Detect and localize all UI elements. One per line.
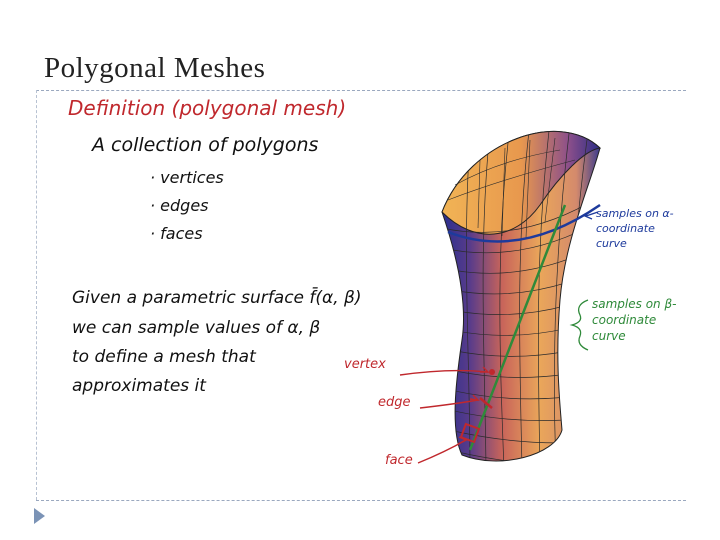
face-label: face xyxy=(385,453,413,468)
definition-title: Definition (polygonal mesh) xyxy=(68,96,347,120)
title-divider xyxy=(36,90,686,91)
beta-coordinate-curve xyxy=(468,204,567,451)
list-item-faces: · faces xyxy=(150,224,203,243)
edge-arrowhead-icon xyxy=(469,394,480,401)
given-line-4: approximates it xyxy=(72,376,206,396)
edge-arrow xyxy=(419,399,479,409)
vertex-arrowhead-icon xyxy=(480,366,490,373)
alpha-arrowhead-icon xyxy=(583,210,593,220)
definition-text: A collection of polygons xyxy=(92,134,319,156)
mesh-surface xyxy=(441,131,602,462)
beta-curve-note: samples on β-coordinate curve xyxy=(592,297,677,343)
given-line-3: to define a mesh that xyxy=(72,347,256,367)
annotation-arrows xyxy=(399,366,490,464)
alpha-curve-note: samples on α-coordinate curve xyxy=(596,207,674,250)
slide-title: Polygonal Meshes xyxy=(44,52,266,84)
face-arrowhead-icon xyxy=(457,436,468,445)
alpha-note-arrow xyxy=(583,210,599,220)
slide-nav-arrow-icon[interactable] xyxy=(34,508,45,524)
mesh-inner-grid xyxy=(447,137,576,239)
content-left-border xyxy=(36,90,37,500)
edge-label: edge xyxy=(378,395,411,410)
vertex-marker xyxy=(489,369,495,375)
list-item-edges: · edges xyxy=(150,196,209,215)
given-line-1: Given a parametric surface f̄(α, β) xyxy=(72,288,362,308)
list-item-vertices: · vertices xyxy=(150,168,224,187)
beta-note-brace xyxy=(569,299,589,351)
footer-divider xyxy=(36,500,686,501)
mesh-inner-surface xyxy=(441,131,602,235)
given-line-2: we can sample values of α, β xyxy=(72,318,321,338)
edge-marker xyxy=(479,397,493,409)
face-marker xyxy=(459,422,481,444)
vertex-label: vertex xyxy=(344,357,386,372)
alpha-coordinate-curve xyxy=(447,203,601,243)
